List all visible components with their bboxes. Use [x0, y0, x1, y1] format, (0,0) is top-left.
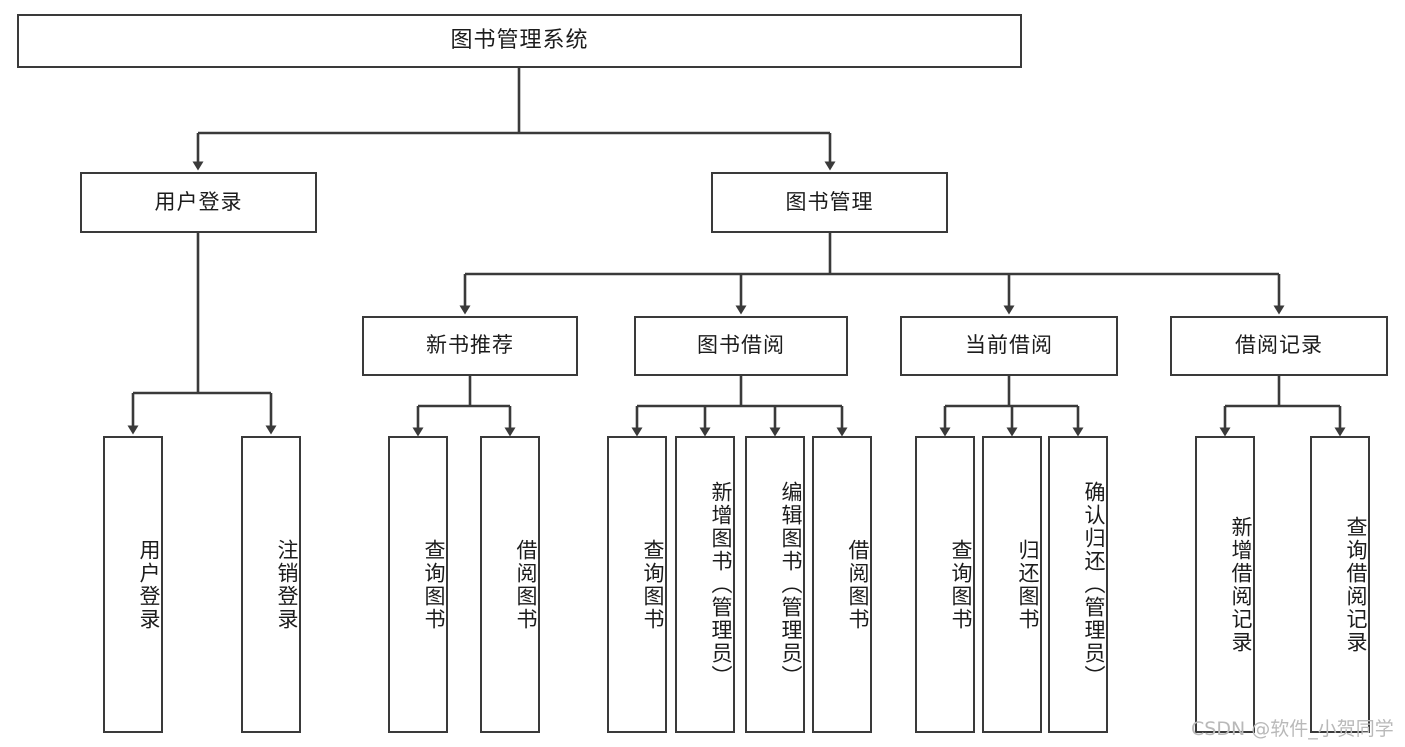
node-label: 查询借阅记录	[1344, 515, 1368, 654]
node-label: 归还图书	[1016, 538, 1040, 631]
node-label: 确认归还（管理员）	[1082, 481, 1106, 688]
leaf-add-record[interactable]: 新增借阅记录	[1195, 436, 1255, 733]
watermark-text: CSDN @软件_小贺同学	[1191, 718, 1394, 740]
node-borrow-record[interactable]: 借阅记录	[1170, 316, 1388, 376]
node-label: 查询图书	[641, 538, 665, 631]
node-label: 借阅图书	[846, 538, 870, 631]
leaf-borrow-book-2[interactable]: 借阅图书	[812, 436, 872, 733]
node-label: 新增借阅记录	[1229, 515, 1253, 654]
node-current-borrow[interactable]: 当前借阅	[900, 316, 1118, 376]
node-label: 借阅图书	[514, 538, 538, 631]
node-label: 查询图书	[949, 538, 973, 631]
leaf-query-book-1[interactable]: 查询图书	[388, 436, 448, 733]
node-label: 注销登录	[275, 538, 299, 631]
leaf-user-login[interactable]: 用户登录	[103, 436, 163, 733]
leaf-return-book[interactable]: 归还图书	[982, 436, 1042, 733]
leaf-borrow-book-1[interactable]: 借阅图书	[480, 436, 540, 733]
node-root-system[interactable]: 图书管理系统	[17, 14, 1022, 68]
leaf-query-book-3[interactable]: 查询图书	[915, 436, 975, 733]
node-book-borrow[interactable]: 图书借阅	[634, 316, 848, 376]
leaf-add-book[interactable]: 新增图书（管理员）	[675, 436, 735, 733]
leaf-edit-book[interactable]: 编辑图书（管理员）	[745, 436, 805, 733]
node-label: 当前借阅	[965, 333, 1053, 358]
leaf-confirm-return[interactable]: 确认归还（管理员）	[1048, 436, 1108, 733]
node-label: 用户登录	[137, 538, 161, 631]
leaf-query-record[interactable]: 查询借阅记录	[1310, 436, 1370, 733]
node-label: 新书推荐	[426, 333, 514, 358]
node-label: 编辑图书（管理员）	[779, 481, 803, 688]
node-label: 借阅记录	[1235, 333, 1323, 358]
node-label: 新增图书（管理员）	[709, 481, 733, 688]
node-label: 图书管理	[785, 189, 874, 214]
node-new-book-recommend[interactable]: 新书推荐	[362, 316, 578, 376]
leaf-query-book-2[interactable]: 查询图书	[607, 436, 667, 733]
node-user-login[interactable]: 用户登录	[80, 172, 317, 233]
node-label: 查询图书	[422, 538, 446, 631]
node-label: 图书借阅	[697, 333, 785, 358]
node-label: 图书管理系统	[450, 27, 589, 53]
node-book-manage[interactable]: 图书管理	[711, 172, 948, 233]
leaf-logout-login[interactable]: 注销登录	[241, 436, 301, 733]
node-label: 用户登录	[154, 189, 243, 214]
